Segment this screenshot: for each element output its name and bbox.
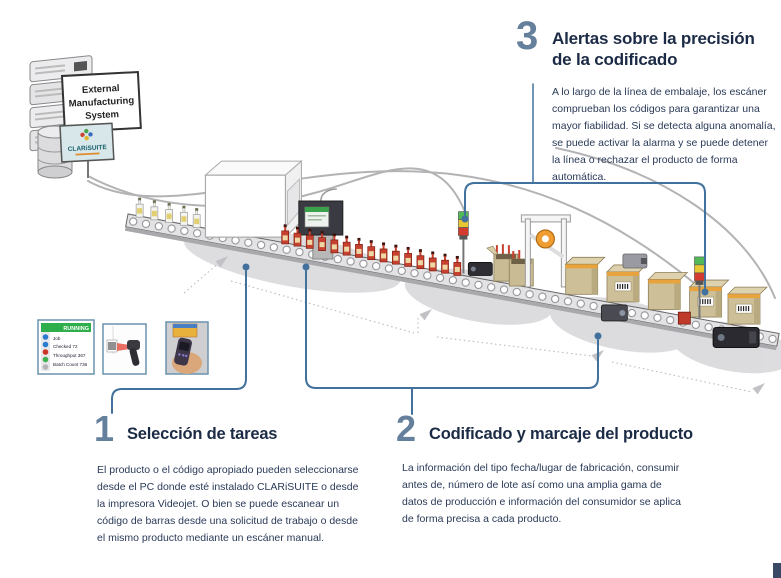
monitor-line: Batch Count 736 <box>53 362 88 367</box>
step-3-body: A lo largo de la línea de embalaje, los … <box>552 86 776 183</box>
network-cables <box>87 147 776 299</box>
logo-dot <box>84 128 89 134</box>
network-cable <box>87 170 701 289</box>
laser-beam <box>117 343 130 351</box>
step-1-number: 1 <box>94 408 115 449</box>
flow-arrowhead <box>752 383 765 395</box>
barcode-scanner-station <box>467 262 493 276</box>
callout-step-1 <box>111 263 250 414</box>
mobile-device-thumbnail <box>165 321 209 375</box>
case-packer <box>520 214 571 288</box>
ems-sign: External Manufacturing System <box>60 70 142 133</box>
flow-arrows <box>183 256 765 395</box>
callout-dot <box>701 288 709 296</box>
ems-sign-label: Manufacturing <box>68 95 134 109</box>
printer-screen <box>304 206 330 228</box>
step-3-title: Alertas sobre la precisión de la codific… <box>552 29 755 70</box>
callout-step-2 <box>302 263 602 415</box>
ems-sign-label: System <box>85 109 119 122</box>
step-2-title: Codificado y marcaje del producto <box>429 425 693 443</box>
callout-dot <box>461 215 469 223</box>
scanner-head <box>127 340 140 350</box>
callouts <box>111 83 709 415</box>
beacon-red <box>694 272 705 282</box>
monitor-line: Throughput 367 <box>53 353 86 358</box>
callout-dot <box>594 332 602 340</box>
reject-station <box>677 311 760 348</box>
step-1-title: Selección de tareas <box>127 425 278 443</box>
flow-path <box>183 260 222 294</box>
monitor-line: Job <box>53 336 61 341</box>
step-1-body: El producto o el código apropiado pueden… <box>97 464 359 544</box>
page-corner-mark <box>773 563 781 578</box>
printer-cable <box>320 188 337 202</box>
flow-arrowhead <box>419 309 432 321</box>
logo-dot <box>80 132 85 138</box>
beacon-red <box>458 227 469 236</box>
status-label: RUNNING <box>63 326 89 332</box>
callout-dot <box>302 263 310 271</box>
step-2-number: 2 <box>396 408 417 449</box>
flow-arrowhead <box>215 256 228 268</box>
printer-ui-thumbnail: RUNNING Job Checked 72 Throughput 367 Ba… <box>37 319 95 375</box>
logo-dot <box>88 132 93 137</box>
beacon-yellow <box>694 264 705 274</box>
flow-path <box>611 361 753 393</box>
beacon-green <box>694 256 705 266</box>
handheld-scanner-thumbnail <box>102 323 147 375</box>
conveyor-line <box>124 160 781 374</box>
callout-step-3 <box>461 83 709 296</box>
scanner-handle <box>129 347 140 366</box>
stack-light <box>694 256 705 319</box>
handheld-device <box>174 337 192 366</box>
clarisuite-sign: CLARiSUITE <box>59 122 115 163</box>
ems-sign-label: External <box>82 83 120 96</box>
step-2-body: La información del tipo fecha/lugar de f… <box>402 462 681 525</box>
logo-dot <box>84 135 89 141</box>
side-printer <box>600 304 628 322</box>
flow-arrowhead <box>591 350 604 362</box>
step-3-number: 3 <box>516 14 539 58</box>
stack-light <box>458 211 469 274</box>
clarisuite-label: CLARiSUITE <box>68 144 108 153</box>
network-cable <box>555 147 776 299</box>
monitor-line: Checked 72 <box>53 344 78 349</box>
box-printer <box>622 253 648 269</box>
callout-dot <box>242 263 250 271</box>
flow-path <box>230 280 415 334</box>
flow-path <box>436 336 593 357</box>
labeling-machine <box>204 160 303 239</box>
